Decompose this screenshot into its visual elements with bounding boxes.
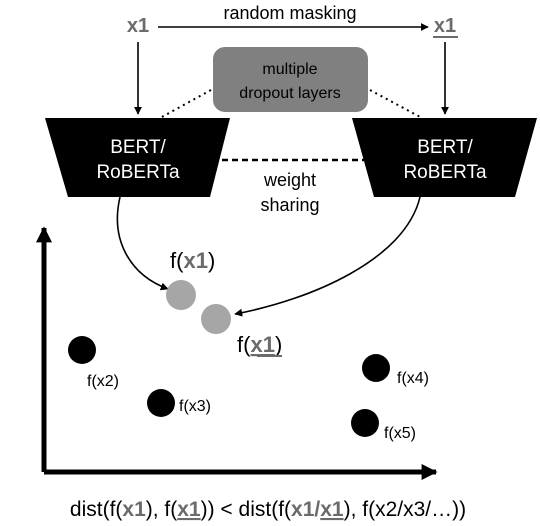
weight-sharing-line1: weight bbox=[263, 170, 316, 190]
positive-embedding-a bbox=[166, 280, 196, 310]
positive-embedding-a-label: f(x1) bbox=[170, 248, 215, 273]
distance-formula: dist(f(x1), f(x1)) < dist(f(x1/x1), f(x2… bbox=[70, 498, 466, 521]
negative-embedding-x3-label: f(x3) bbox=[179, 398, 211, 415]
negative-embedding-x2-label: f(x2) bbox=[87, 373, 119, 390]
dropout-connector-left bbox=[159, 89, 212, 119]
positive-embedding-b bbox=[201, 304, 231, 334]
encoder-right-line2: RoBERTa bbox=[403, 162, 487, 183]
left-encoder-output-arrow bbox=[116, 196, 169, 291]
negative-embedding-x2 bbox=[68, 336, 96, 364]
encoder-left-line1: BERT/ bbox=[110, 137, 166, 158]
masking-label: random masking bbox=[223, 3, 356, 23]
dropout-label-line2: dropout layers bbox=[239, 85, 340, 102]
right-encoder-output-arrow bbox=[234, 196, 421, 317]
encoder-left bbox=[45, 118, 230, 197]
negative-embedding-x5-label: f(x5) bbox=[384, 425, 416, 442]
negative-embedding-x5 bbox=[351, 409, 379, 437]
encoder-right bbox=[352, 118, 537, 197]
negative-embedding-x3 bbox=[147, 389, 175, 417]
encoder-left-line2: RoBERTa bbox=[96, 162, 180, 183]
input-left-label: x1 bbox=[127, 15, 149, 37]
negative-embedding-x4-label: f(x4) bbox=[397, 370, 429, 387]
input-right-label: x1 bbox=[434, 15, 456, 37]
positive-embedding-b-label: f(x1) bbox=[237, 332, 282, 357]
negative-embedding-x4 bbox=[362, 354, 390, 382]
dropout-label-line1: multiple bbox=[262, 61, 317, 78]
weight-sharing-line2: sharing bbox=[260, 195, 319, 215]
dropout-connector-right bbox=[369, 89, 423, 119]
encoder-right-line1: BERT/ bbox=[417, 137, 473, 158]
dropout-box bbox=[213, 47, 368, 112]
